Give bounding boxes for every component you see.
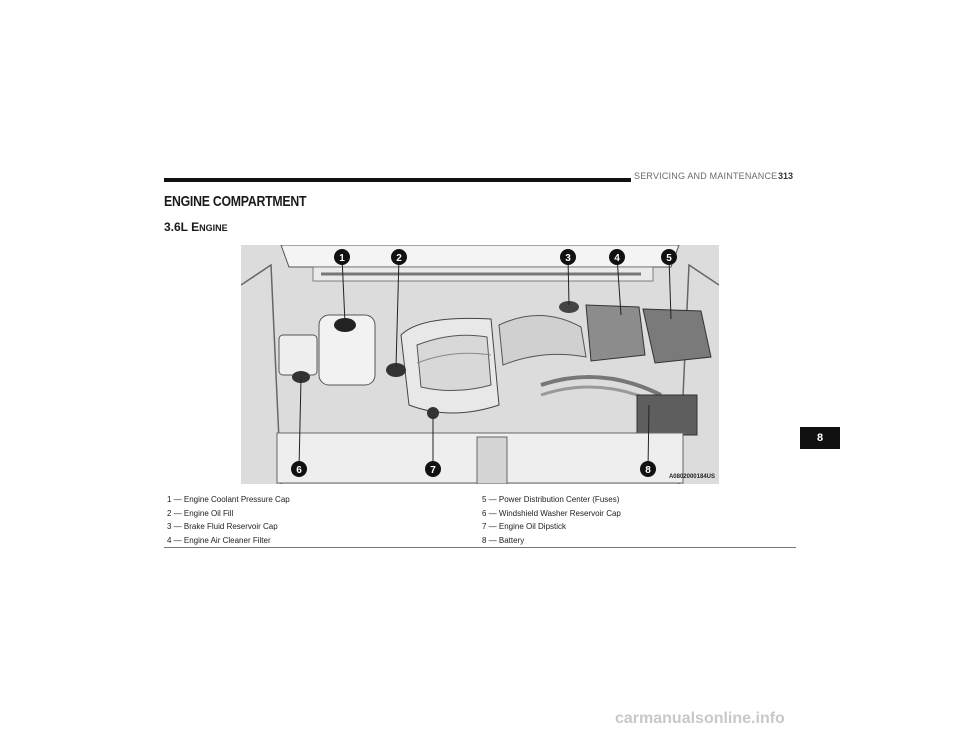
legend-item: 5 — Power Distribution Center (Fuses) [482,495,620,504]
callout-4 [609,249,625,265]
legend-row: 3 — Brake Fluid Reservoir Cap 7 — Engine… [164,520,796,534]
engine-drawing: 1 2 3 4 5 6 7 8 [241,245,719,484]
callout-2 [391,249,407,265]
callout-7 [425,461,441,477]
legend-row: 2 — Engine Oil Fill 6 — Windshield Washe… [164,507,796,521]
callout-1 [334,249,350,265]
engine-compartment-illustration: 1 2 3 4 5 6 7 8 A0802000184US [241,245,719,484]
callout-5-label: 5 [666,253,672,264]
callout-1-label: 1 [339,253,345,264]
legend-item: 3 — Brake Fluid Reservoir Cap [167,522,278,531]
legend-item: 1 — Engine Coolant Pressure Cap [167,495,290,504]
callout-7-label: 7 [430,465,436,476]
figure-code: A0802000184US [668,474,715,480]
legend-row: 1 — Engine Coolant Pressure Cap 5 — Powe… [164,493,796,507]
callout-badges: 1 2 3 4 5 6 7 8 [291,249,677,477]
legend-bottom-rule [164,547,796,548]
legend-item: 2 — Engine Oil Fill [167,508,234,518]
legend-item: 8 — Battery [482,535,525,545]
legend-item: 4 — Engine Air Cleaner Filter [167,535,271,545]
callout-4-label: 4 [614,253,620,264]
header-rule [164,178,631,182]
legend-item: 6 — Windshield Washer Reservoir Cap [482,508,621,518]
callout-6-label: 6 [296,465,302,476]
chapter-tab[interactable]: 8 [800,427,840,449]
subtitle-smallcaps: NGINE [199,223,228,233]
callout-3 [560,249,576,265]
callout-8 [640,461,656,477]
running-header-section: SERVICING AND MAINTENANCE [634,171,778,181]
subtitle-prefix: 3.6L E [164,220,200,234]
section-subtitle: 3.6L ENGINE [164,220,228,234]
callout-8-label: 8 [645,465,651,476]
callout-6 [291,461,307,477]
page-number: 313 [778,171,794,181]
watermark: carmanualsonline.info [615,710,785,727]
callout-5 [661,249,677,265]
legend-item: 7 — Engine Oil Dipstick [482,522,567,531]
callout-3-label: 3 [565,253,571,264]
page-title: ENGINE COMPARTMENT [164,193,307,210]
legend-row: 4 — Engine Air Cleaner Filter 8 — Batter… [164,534,796,548]
legend-table: 1 — Engine Coolant Pressure Cap 5 — Powe… [164,493,796,547]
callout-2-label: 2 [396,253,402,264]
